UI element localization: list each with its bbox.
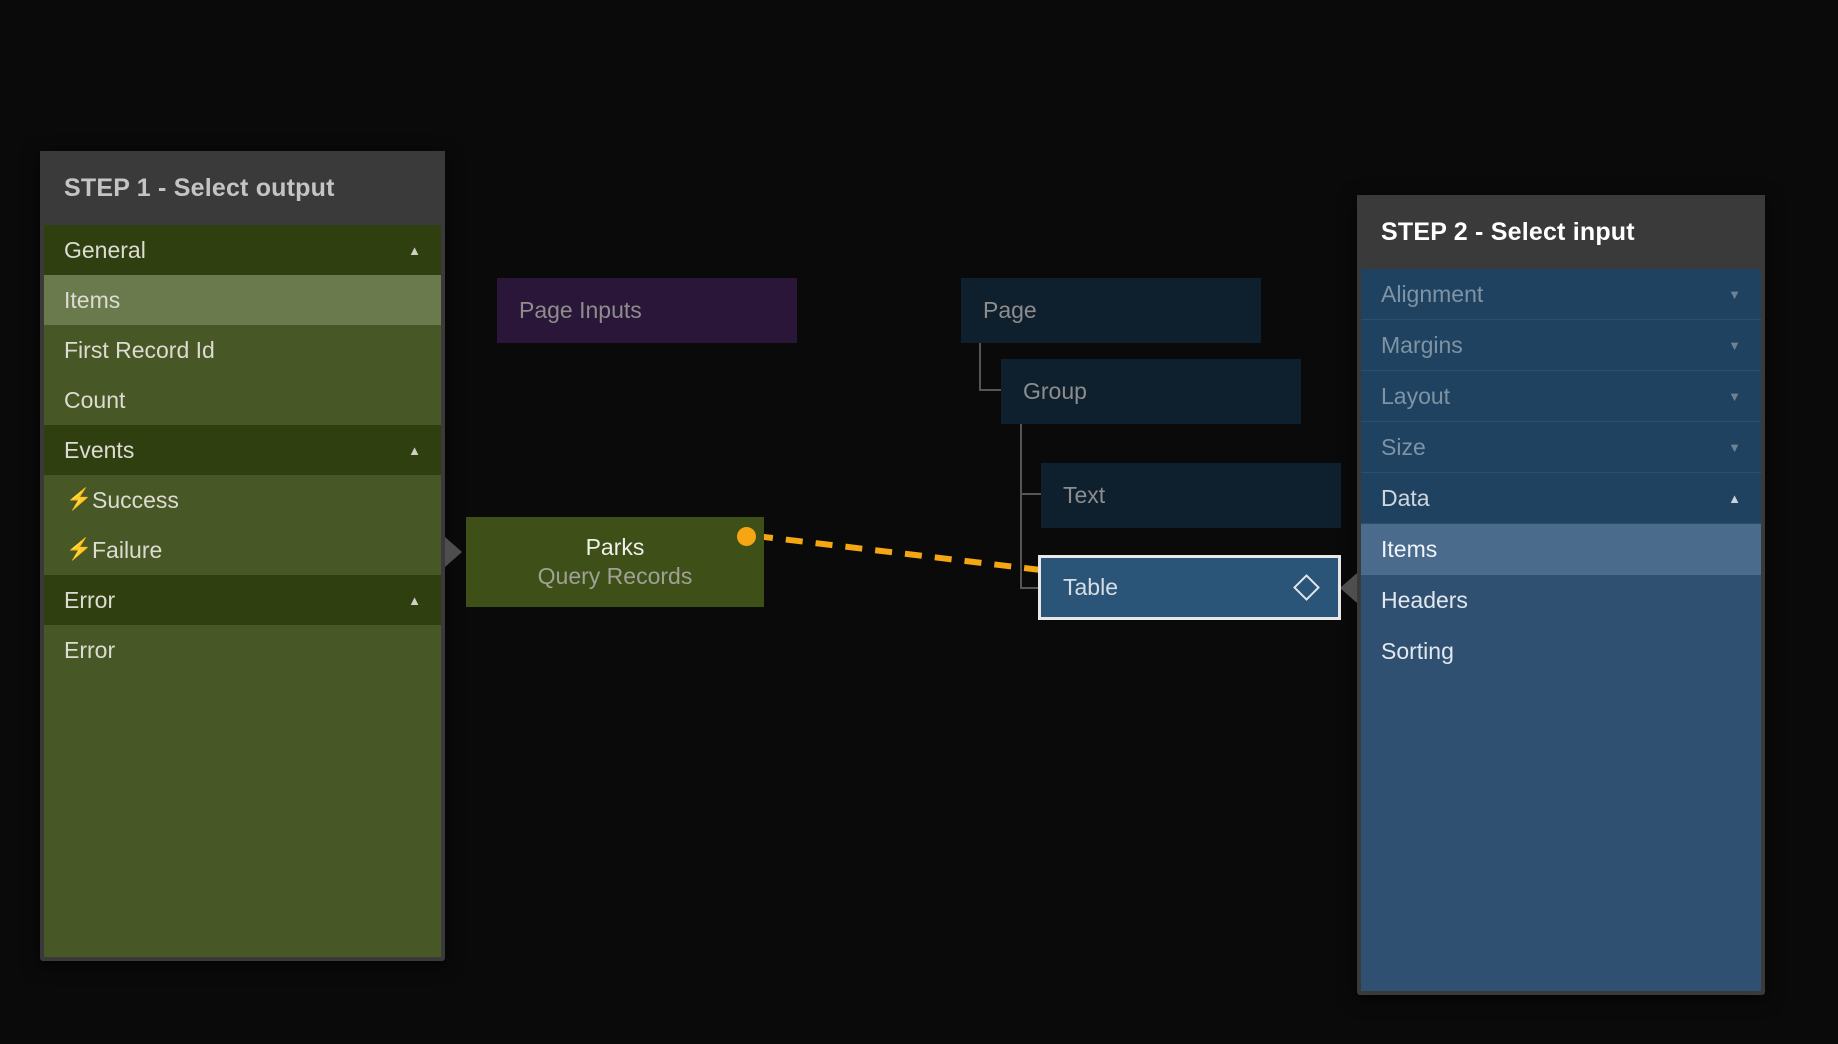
step1-label-items: Items (64, 286, 121, 313)
bolt-icon: ⚡ (66, 538, 93, 561)
bolt-icon: ⚡ (66, 488, 93, 511)
tree-connector-group-trunk (1020, 424, 1022, 589)
chevron-down-icon: ▼ (1728, 286, 1741, 302)
tree-connector-group-table (1020, 587, 1042, 589)
node-table[interactable]: Table (1038, 555, 1341, 620)
node-table-label: Table (1063, 574, 1118, 600)
step1-label-events: Events (64, 436, 135, 463)
step2-label-size: Size (1381, 433, 1426, 460)
step1-panel: STEP 1 - Select output General ▲ Items F… (40, 151, 445, 961)
step2-label-sorting: Sorting (1381, 638, 1454, 664)
step1-label-error: Error (64, 636, 116, 663)
node-parks[interactable]: Parks Query Records (466, 517, 764, 607)
chevron-up-icon: ▲ (408, 242, 421, 258)
node-parks-subtitle: Query Records (537, 563, 693, 589)
chevron-up-icon: ▲ (408, 442, 421, 458)
step1-title: STEP 1 - Select output (40, 151, 445, 225)
step1-label-general: General (64, 236, 146, 263)
step2-label-data: Data (1381, 484, 1430, 511)
step1-row-count[interactable]: Count (44, 375, 441, 425)
tree-connector-page-group-elbow (979, 389, 1001, 391)
node-page-inputs-label: Page Inputs (519, 297, 642, 323)
node-page[interactable]: Page (961, 278, 1261, 343)
step2-title: STEP 2 - Select input (1357, 195, 1765, 269)
step2-row-layout[interactable]: Layout ▼ (1361, 371, 1761, 422)
step1-row-events[interactable]: Events ▲ (44, 425, 441, 475)
step2-row-items[interactable]: Items (1361, 524, 1761, 575)
node-page-inputs[interactable]: Page Inputs (497, 278, 797, 343)
node-group-label: Group (1023, 378, 1087, 404)
tree-connector-page-group (979, 343, 981, 391)
step2-label-headers: Headers (1381, 587, 1468, 613)
step1-row-failure[interactable]: ⚡ Failure (44, 525, 441, 575)
step2-list: Alignment ▼ Margins ▼ Layout ▼ Size ▼ Da… (1361, 269, 1761, 991)
node-text-label: Text (1063, 482, 1106, 508)
step2-label-layout: Layout (1381, 382, 1451, 409)
node-parks-title: Parks (585, 534, 645, 561)
step2-edge-pointer-icon (1340, 573, 1357, 603)
step2-row-data[interactable]: Data ▲ (1361, 473, 1761, 524)
step2-row-size[interactable]: Size ▼ (1361, 422, 1761, 473)
step1-list: General ▲ Items First Record Id Count Ev… (44, 225, 441, 957)
step1-row-error-group[interactable]: Error ▲ (44, 575, 441, 625)
node-text[interactable]: Text (1041, 463, 1341, 528)
step1-row-success[interactable]: ⚡ Success (44, 475, 441, 525)
step1-label-error-group: Error (64, 586, 116, 613)
step1-label-first-record-id: First Record Id (64, 336, 215, 363)
step2-row-alignment[interactable]: Alignment ▼ (1361, 269, 1761, 320)
step1-label-failure: Failure (92, 536, 163, 563)
step1-label-count: Count (64, 386, 126, 413)
node-parks-output-port[interactable] (737, 527, 756, 546)
step2-label-alignment: Alignment (1381, 280, 1484, 307)
chevron-down-icon: ▼ (1728, 439, 1741, 455)
chevron-down-icon: ▼ (1728, 337, 1741, 353)
step1-row-general[interactable]: General ▲ (44, 225, 441, 275)
step1-edge-pointer-icon (445, 537, 462, 567)
chevron-up-icon: ▲ (1728, 490, 1741, 506)
chevron-down-icon: ▼ (1728, 388, 1741, 404)
step2-panel: STEP 2 - Select input Alignment ▼ Margin… (1357, 195, 1765, 995)
tree-connector-group-text (1020, 493, 1042, 495)
step2-label-margins: Margins (1381, 331, 1463, 358)
step2-row-margins[interactable]: Margins ▼ (1361, 320, 1761, 371)
step2-row-sorting[interactable]: Sorting (1361, 626, 1761, 677)
diamond-icon[interactable] (1293, 574, 1320, 601)
step1-row-items[interactable]: Items (44, 275, 441, 325)
chevron-up-icon: ▲ (408, 592, 421, 608)
step1-row-error[interactable]: Error (44, 625, 441, 675)
step1-label-success: Success (92, 486, 179, 513)
node-page-label: Page (983, 297, 1037, 323)
step2-label-items: Items (1381, 536, 1438, 562)
step2-row-headers[interactable]: Headers (1361, 575, 1761, 626)
node-group[interactable]: Group (1001, 359, 1301, 424)
step1-row-first-record-id[interactable]: First Record Id (44, 325, 441, 375)
